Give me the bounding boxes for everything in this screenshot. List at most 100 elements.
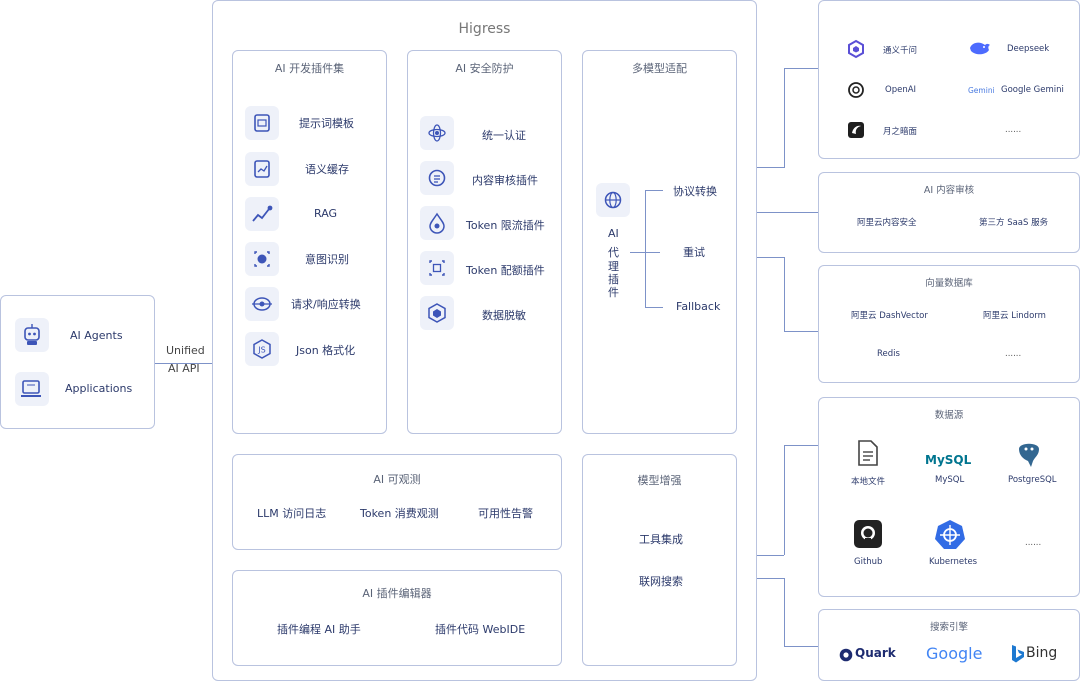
search-bing[interactable]: Bing (1026, 645, 1058, 661)
globe-icon (596, 183, 630, 217)
conn-models-v (784, 68, 785, 168)
security-item-5[interactable]: 数据脱敏 (482, 309, 526, 322)
dev-item-6[interactable]: Json 格式化 (296, 344, 356, 357)
vector-dashvector[interactable]: 阿里云 DashVector (851, 311, 928, 321)
computer-icon (15, 372, 49, 406)
openai-icon (846, 80, 866, 104)
retry[interactable]: 重试 (683, 246, 705, 259)
ds-postgres[interactable]: PostgreSQL (1008, 475, 1057, 485)
svg-text:JS: JS (257, 346, 265, 355)
conn-vector-h1 (757, 257, 784, 258)
dev-plugins-panel: AI 开发插件集 提示词模板 语义缓存 RAG 意图识别 请求/响应转换 JS … (232, 50, 387, 434)
multimodel-title: 多模型适配 (632, 62, 687, 75)
editor-title: AI 插件编辑器 (362, 587, 432, 600)
datasource-title: 数据源 (934, 410, 964, 421)
auth-icon (420, 116, 454, 150)
ai-api-label: AI API (168, 362, 200, 375)
editor-item-1[interactable]: 插件编程 AI 助手 (277, 623, 361, 636)
review-aliyun[interactable]: 阿里云内容安全 (857, 218, 917, 228)
intent-icon (245, 242, 279, 276)
kubernetes-icon (934, 519, 966, 555)
enhance-item-1[interactable]: 工具集成 (639, 533, 683, 546)
mysql-logo: MySQL (925, 453, 972, 467)
obs-item-2[interactable]: Token 消费观测 (360, 507, 439, 520)
editor-item-2[interactable]: 插件代码 WebIDE (435, 623, 526, 636)
conn-search-h2 (784, 646, 818, 647)
model-openai[interactable]: OpenAI (885, 85, 917, 95)
dev-item-2[interactable]: 语义缓存 (305, 163, 349, 176)
proxy-char-3: 理 (608, 260, 619, 273)
conn-review (757, 212, 818, 213)
search-quark[interactable]: Quark (855, 646, 896, 660)
proxy-char-2: 代 (608, 246, 619, 259)
clients-box: AI Agents Applications (0, 295, 155, 429)
security-item-1[interactable]: 统一认证 (482, 129, 526, 142)
unified-label: Unified (166, 344, 205, 357)
ds-kubernetes[interactable]: Kubernetes (929, 557, 978, 567)
search-panel: 搜索引擎 Quark Google Bing (818, 609, 1080, 681)
review-saas[interactable]: 第三方 SaaS 服务 (979, 218, 1049, 228)
proxy-char-4: 插 (608, 273, 619, 286)
conn-vector-h2 (784, 331, 818, 332)
conn-search-v (784, 578, 785, 646)
datasource-panel: 数据源 本地文件 MySQL MySQL PostgreSQL Github K… (818, 397, 1080, 597)
postgres-icon (1015, 439, 1043, 473)
template-icon (245, 106, 279, 140)
protocol-convert[interactable]: 协议转换 (673, 185, 717, 198)
security-item-3[interactable]: Token 限流插件 (466, 219, 545, 232)
ratelimit-icon (420, 206, 454, 240)
branch-3 (645, 307, 663, 308)
proxy-char-5: 件 (608, 286, 619, 299)
branch-2 (630, 252, 660, 253)
tongyi-icon (846, 39, 866, 63)
model-moonshot[interactable]: 月之暗面 (883, 127, 918, 137)
enhance-item-2[interactable]: 联网搜索 (639, 575, 683, 588)
gemini-logo: Gemini (968, 86, 995, 95)
search-title: 搜索引擎 (929, 622, 968, 633)
dev-item-5[interactable]: 请求/响应转换 (291, 298, 361, 311)
branch-1 (645, 190, 663, 191)
security-item-2[interactable]: 内容审核插件 (472, 174, 538, 187)
moonshot-icon (847, 121, 865, 143)
security-panel: AI 安全防护 统一认证 内容审核插件 Token 限流插件 Token 配额插… (407, 50, 562, 434)
model-tongyi[interactable]: 通义千问 (883, 46, 918, 56)
rag-icon (245, 197, 279, 231)
search-google[interactable]: Google (926, 644, 983, 663)
security-title: AI 安全防护 (455, 62, 514, 75)
security-item-4[interactable]: Token 配额插件 (466, 264, 545, 277)
higress-title: Higress (458, 21, 511, 37)
model-gemini[interactable]: Google Gemini (1001, 85, 1064, 95)
conn-search-h1 (757, 578, 784, 579)
vector-redis[interactable]: Redis (877, 349, 900, 359)
robot-icon (15, 318, 49, 352)
ds-more: ...... (1025, 538, 1042, 548)
fallback[interactable]: Fallback (676, 300, 721, 313)
models-panel: 通义千问 Deepseek OpenAI Gemini Google Gemin… (818, 0, 1080, 159)
enhance-title: 模型增强 (637, 474, 682, 487)
dev-plugins-title: AI 开发插件集 (274, 62, 345, 75)
conn-models-h2 (784, 68, 818, 69)
conn-data-h1 (757, 555, 784, 556)
json-icon: JS (245, 332, 279, 366)
ds-github[interactable]: Github (854, 557, 883, 567)
models-more: ...... (1005, 125, 1022, 135)
obs-item-3[interactable]: 可用性告警 (478, 507, 533, 520)
branch-vertical (645, 190, 646, 307)
ds-local-file[interactable]: 本地文件 (851, 477, 886, 487)
dev-item-1[interactable]: 提示词模板 (299, 117, 354, 130)
multimodel-panel: 多模型适配 AI 代 理 插 件 协议转换 重试 Fallback (582, 50, 737, 434)
model-deepseek[interactable]: Deepseek (1007, 44, 1050, 54)
applications-label: Applications (65, 382, 133, 395)
observability-panel: AI 可观测 LLM 访问日志 Token 消费观测 可用性告警 (232, 454, 562, 550)
obs-item-1[interactable]: LLM 访问日志 (257, 507, 327, 520)
vector-db-title: 向量数据库 (925, 278, 973, 289)
ai-agents-label: AI Agents (70, 329, 123, 342)
ds-mysql[interactable]: MySQL (935, 475, 965, 485)
proxy-char-1: AI (608, 227, 619, 240)
dev-item-4[interactable]: 意图识别 (305, 253, 349, 266)
vector-more: ...... (1005, 349, 1022, 359)
conn-data-v (784, 445, 785, 555)
vector-lindorm[interactable]: 阿里云 Lindorm (983, 311, 1046, 321)
observability-title: AI 可观测 (373, 473, 421, 486)
dev-item-3[interactable]: RAG (314, 207, 338, 220)
